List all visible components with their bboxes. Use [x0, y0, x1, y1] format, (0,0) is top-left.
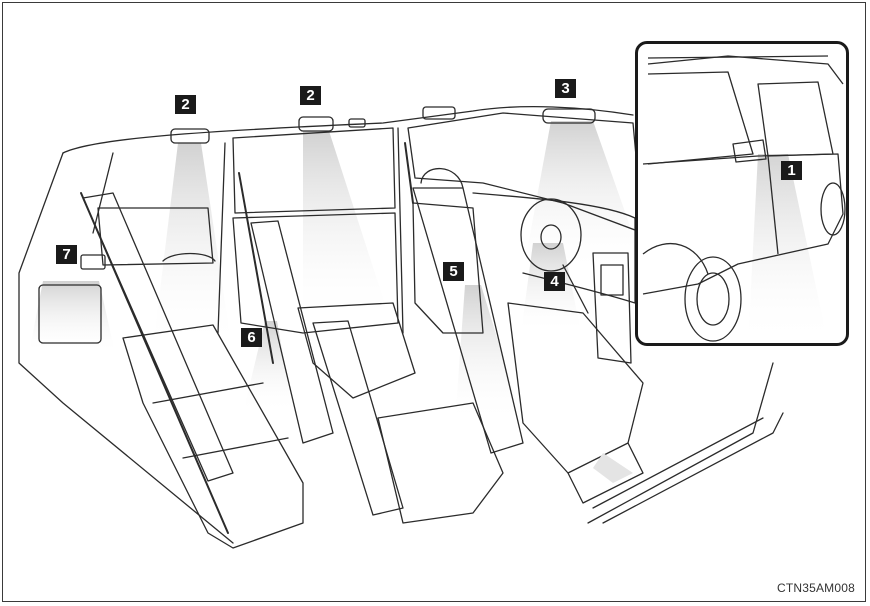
front-map-light — [542, 108, 596, 124]
van-door-line — [767, 155, 779, 255]
second-row-right-back — [312, 320, 404, 516]
callout-5: 5 — [443, 262, 464, 281]
cargo-side-panel — [38, 284, 102, 344]
second-row-left-cushion — [297, 302, 416, 399]
steering-column — [562, 264, 589, 314]
third-row-cushion — [122, 324, 304, 549]
outside-mirror-beam — [748, 154, 828, 343]
overhead-console — [422, 106, 456, 120]
front-seat-back — [412, 187, 524, 454]
rear-pillar — [92, 152, 114, 234]
floor-edge — [587, 362, 774, 524]
exterior-inset-panel — [635, 41, 849, 346]
third-row-seam-2 — [182, 437, 289, 459]
front-door-panel — [412, 202, 484, 334]
second-row-right-cushion — [377, 402, 504, 524]
front-seat-side — [567, 442, 644, 504]
figure-code: CTN35AM008 — [776, 581, 855, 595]
van-side-window — [757, 81, 834, 157]
center-console — [592, 252, 632, 364]
van-front-fender — [642, 243, 709, 275]
exterior-vehicle-illustration — [642, 55, 846, 343]
middle-pillar — [217, 142, 226, 334]
small-roof-lamp — [348, 118, 366, 128]
van-roof-rack — [647, 55, 829, 59]
front-map-beam — [523, 121, 643, 273]
callout-1: 1 — [781, 161, 802, 180]
left-body-outline — [18, 152, 234, 544]
middle-dome-light — [298, 116, 334, 132]
step-light-glow — [593, 453, 633, 483]
cargo-lamp-switch — [80, 254, 106, 270]
van-roof — [647, 55, 844, 85]
callout-3: 3 — [555, 79, 576, 98]
minivan-interior-illustration — [18, 105, 784, 549]
rear-window-ledge — [97, 207, 214, 266]
callout-2-rear: 2 — [175, 95, 196, 114]
van-windshield — [647, 71, 754, 165]
steering-hub — [540, 224, 562, 250]
van-front-wheel — [684, 256, 742, 342]
second-row-left-back — [250, 220, 334, 444]
callout-4: 4 — [544, 272, 565, 291]
rear-dome-light — [170, 128, 210, 144]
van-rear-wheel — [820, 182, 846, 236]
middle-window — [232, 127, 396, 214]
roof-outline — [62, 105, 634, 154]
van-front-rim — [696, 272, 730, 326]
van-body — [642, 153, 844, 295]
outside-mirror — [732, 139, 767, 163]
second-row-belt — [238, 172, 274, 364]
third-row-belt — [80, 192, 229, 534]
footwell-beam — [243, 321, 293, 413]
cargo-beam — [29, 281, 115, 353]
console-panel — [600, 264, 624, 296]
steering-wheel — [520, 198, 582, 272]
callout-6: 6 — [241, 328, 262, 347]
front-seat-headrest — [420, 167, 464, 189]
front-belt — [404, 142, 414, 204]
callout-7: 7 — [56, 245, 77, 264]
callout-2-middle: 2 — [300, 86, 321, 105]
sill-line-2 — [592, 417, 764, 509]
rear-cupholders — [162, 252, 216, 262]
sill-line — [602, 412, 784, 524]
b-pillar — [397, 127, 404, 334]
rear-dome-beam — [153, 143, 231, 348]
third-row-seatback — [82, 192, 234, 482]
windshield — [407, 112, 644, 234]
middle-dome-beam — [303, 131, 391, 323]
